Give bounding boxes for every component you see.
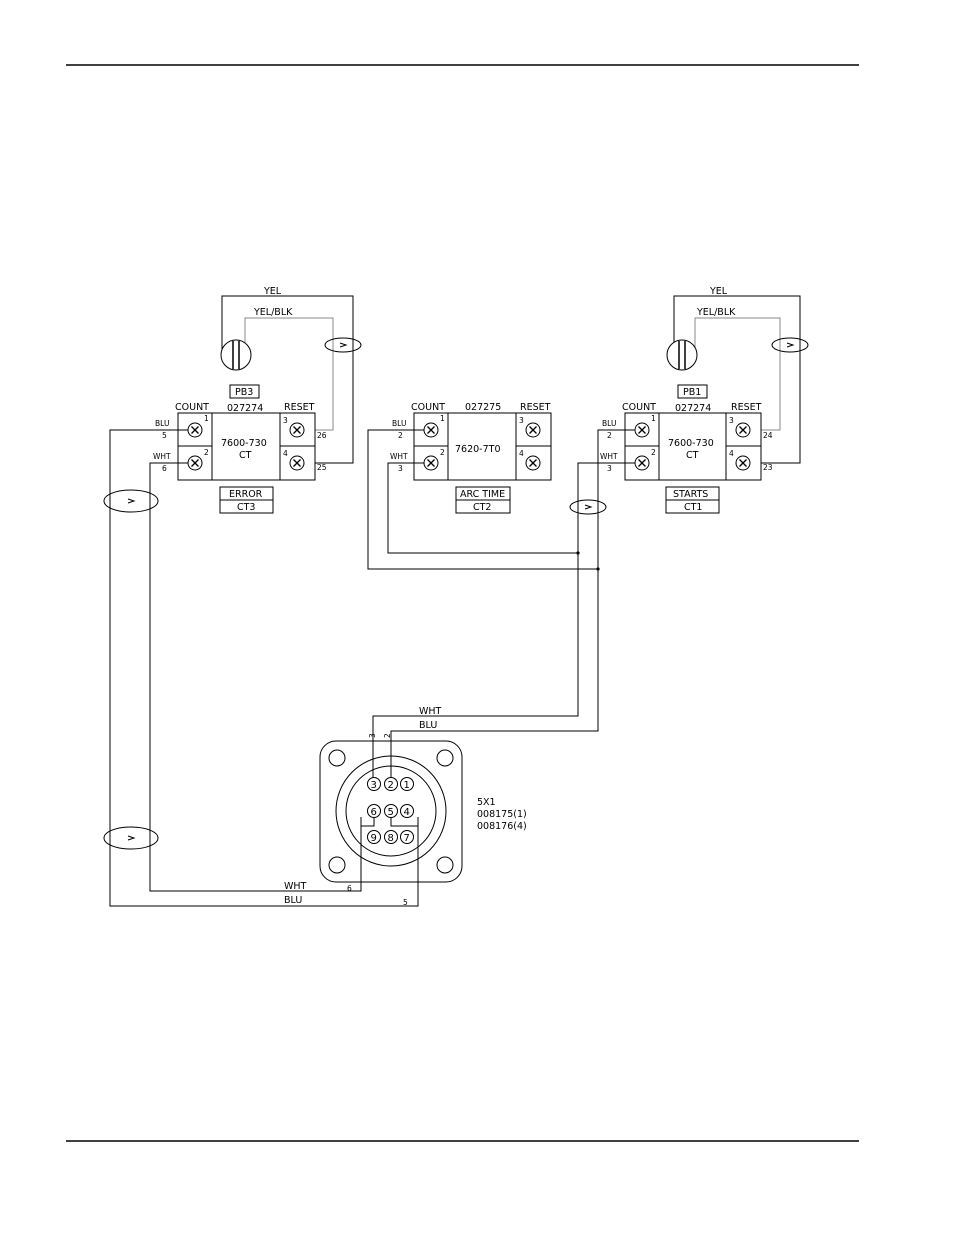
pb-tag: PB3	[235, 387, 253, 398]
wire-label-wht: WHT	[600, 452, 618, 461]
pin-4: 4	[404, 807, 410, 818]
connector-part-2: 008176(4)	[477, 821, 527, 832]
ct-label: CT	[686, 450, 699, 461]
terminal-4-number: 4	[729, 449, 734, 458]
wire-number-blu: 2	[607, 431, 612, 440]
wire-number-wht: 3	[607, 464, 612, 473]
wire-label-yel: YEL	[709, 286, 728, 297]
terminal-2-screw-icon	[634, 455, 650, 471]
reset-label: RESET	[731, 402, 762, 413]
terminal-3-number: 3	[283, 416, 288, 425]
connector-name: 5X1	[477, 797, 496, 808]
wire-label-blu-bottom: BLU	[284, 895, 302, 906]
terminal-4-number: 4	[283, 449, 288, 458]
wire-number-5: 5	[403, 898, 408, 907]
part-number: 027275	[465, 402, 501, 413]
part-number: 027274	[227, 403, 263, 414]
wire-label-wht-bottom: WHT	[284, 881, 307, 892]
count-label: COUNT	[622, 402, 656, 413]
wire-label-wht: WHT	[153, 452, 171, 461]
pin-7: 7	[404, 833, 410, 844]
wire-number-2: 2	[383, 733, 392, 738]
terminal-3-screw-icon	[525, 422, 541, 438]
counter-name: ERROR	[229, 489, 263, 500]
wire-number-wht: 6	[162, 464, 167, 473]
wire-label-wht: WHT	[390, 452, 408, 461]
wire-label-yel-blk: YEL/BLK	[253, 307, 293, 318]
wire-label-blu: BLU	[602, 419, 616, 428]
counter-tag: CT3	[237, 502, 255, 513]
wire-number-3: 3	[368, 733, 377, 738]
terminal-2-number: 2	[440, 448, 445, 457]
wire-number-r2: 23	[763, 463, 773, 472]
twist-marker	[324, 337, 362, 353]
counter-tag: CT1	[684, 502, 702, 513]
connector-part-1: 008175(1)	[477, 809, 527, 820]
twist-marker	[103, 489, 159, 513]
terminal-2-number: 2	[651, 448, 656, 457]
terminal-1-screw-icon	[187, 422, 203, 438]
counter-ct2: COUNT 027275 RESET 7620-7T0 1 2 3 4 BLU …	[390, 402, 552, 514]
push-button-pb1	[666, 339, 698, 371]
terminal-4-screw-icon	[525, 455, 541, 471]
wire-number-r2: 25	[317, 463, 327, 472]
terminal-3-number: 3	[519, 416, 524, 425]
wire-number-blu: 2	[398, 431, 403, 440]
reset-label: RESET	[520, 402, 551, 413]
wire-number-wht: 3	[398, 464, 403, 473]
reset-label: RESET	[284, 402, 315, 413]
counter-name: STARTS	[673, 489, 708, 500]
terminal-4-screw-icon	[289, 455, 305, 471]
pin-3: 3	[371, 780, 377, 791]
wire-label-blu: BLU	[155, 419, 169, 428]
wire-label-wht-top: WHT	[419, 706, 442, 717]
counter-ct3: YEL YEL/BLK PB3 027274 COUNT RESET 7600-…	[153, 286, 362, 514]
part-number: 027274	[675, 403, 711, 414]
model-number: 7620-7T0	[455, 444, 501, 455]
pin-9: 9	[371, 833, 377, 844]
wire-label-yel-blk: YEL/BLK	[696, 307, 736, 318]
pin-2: 2	[388, 780, 394, 791]
wiring: WHT BLU 3 2 WHT BLU 6 5	[103, 429, 635, 907]
wire-label-blu-top: BLU	[419, 720, 437, 731]
terminal-2-number: 2	[204, 448, 209, 457]
twist-marker	[569, 499, 607, 515]
push-button-pb3	[220, 339, 252, 371]
terminal-1-number: 1	[651, 414, 656, 423]
terminal-1-number: 1	[440, 414, 445, 423]
terminal-2-screw-icon	[187, 455, 203, 471]
terminal-4-screw-icon	[735, 455, 751, 471]
wire-number-r1: 24	[763, 431, 773, 440]
twist-marker	[103, 826, 159, 850]
terminal-1-number: 1	[204, 414, 209, 423]
wire-label-blu: BLU	[392, 419, 406, 428]
terminal-4-number: 4	[519, 449, 524, 458]
count-label: COUNT	[175, 402, 209, 413]
terminal-1-screw-icon	[423, 422, 439, 438]
counter-tag: CT2	[473, 502, 491, 513]
pin-5: 5	[388, 807, 394, 818]
counter-name: ARC TIME	[460, 489, 505, 500]
count-label: COUNT	[411, 402, 445, 413]
pb-tag: PB1	[683, 387, 701, 398]
model-number: 7600-730	[221, 438, 267, 449]
counter-ct1: YEL YEL/BLK PB1 027274 COUNT RESET 7600-…	[600, 286, 809, 514]
pin-8: 8	[388, 833, 394, 844]
terminal-3-number: 3	[729, 416, 734, 425]
wire-number-r1: 26	[317, 431, 327, 440]
twist-marker	[771, 337, 809, 353]
pin-1: 1	[404, 780, 410, 791]
terminal-2-screw-icon	[423, 455, 439, 471]
connector-5x1: 3 2 1 6 5 4 9 8 7 5X1 008175(1) 008176(4…	[319, 740, 527, 883]
terminal-3-screw-icon	[289, 422, 305, 438]
pin-6: 6	[371, 807, 377, 818]
ct-label: CT	[239, 450, 252, 461]
wire-number-6: 6	[347, 884, 352, 893]
wire-label-yel: YEL	[263, 286, 282, 297]
model-number: 7600-730	[668, 438, 714, 449]
terminal-1-screw-icon	[634, 422, 650, 438]
wire-number-blu: 5	[162, 431, 167, 440]
terminal-3-screw-icon	[735, 422, 751, 438]
